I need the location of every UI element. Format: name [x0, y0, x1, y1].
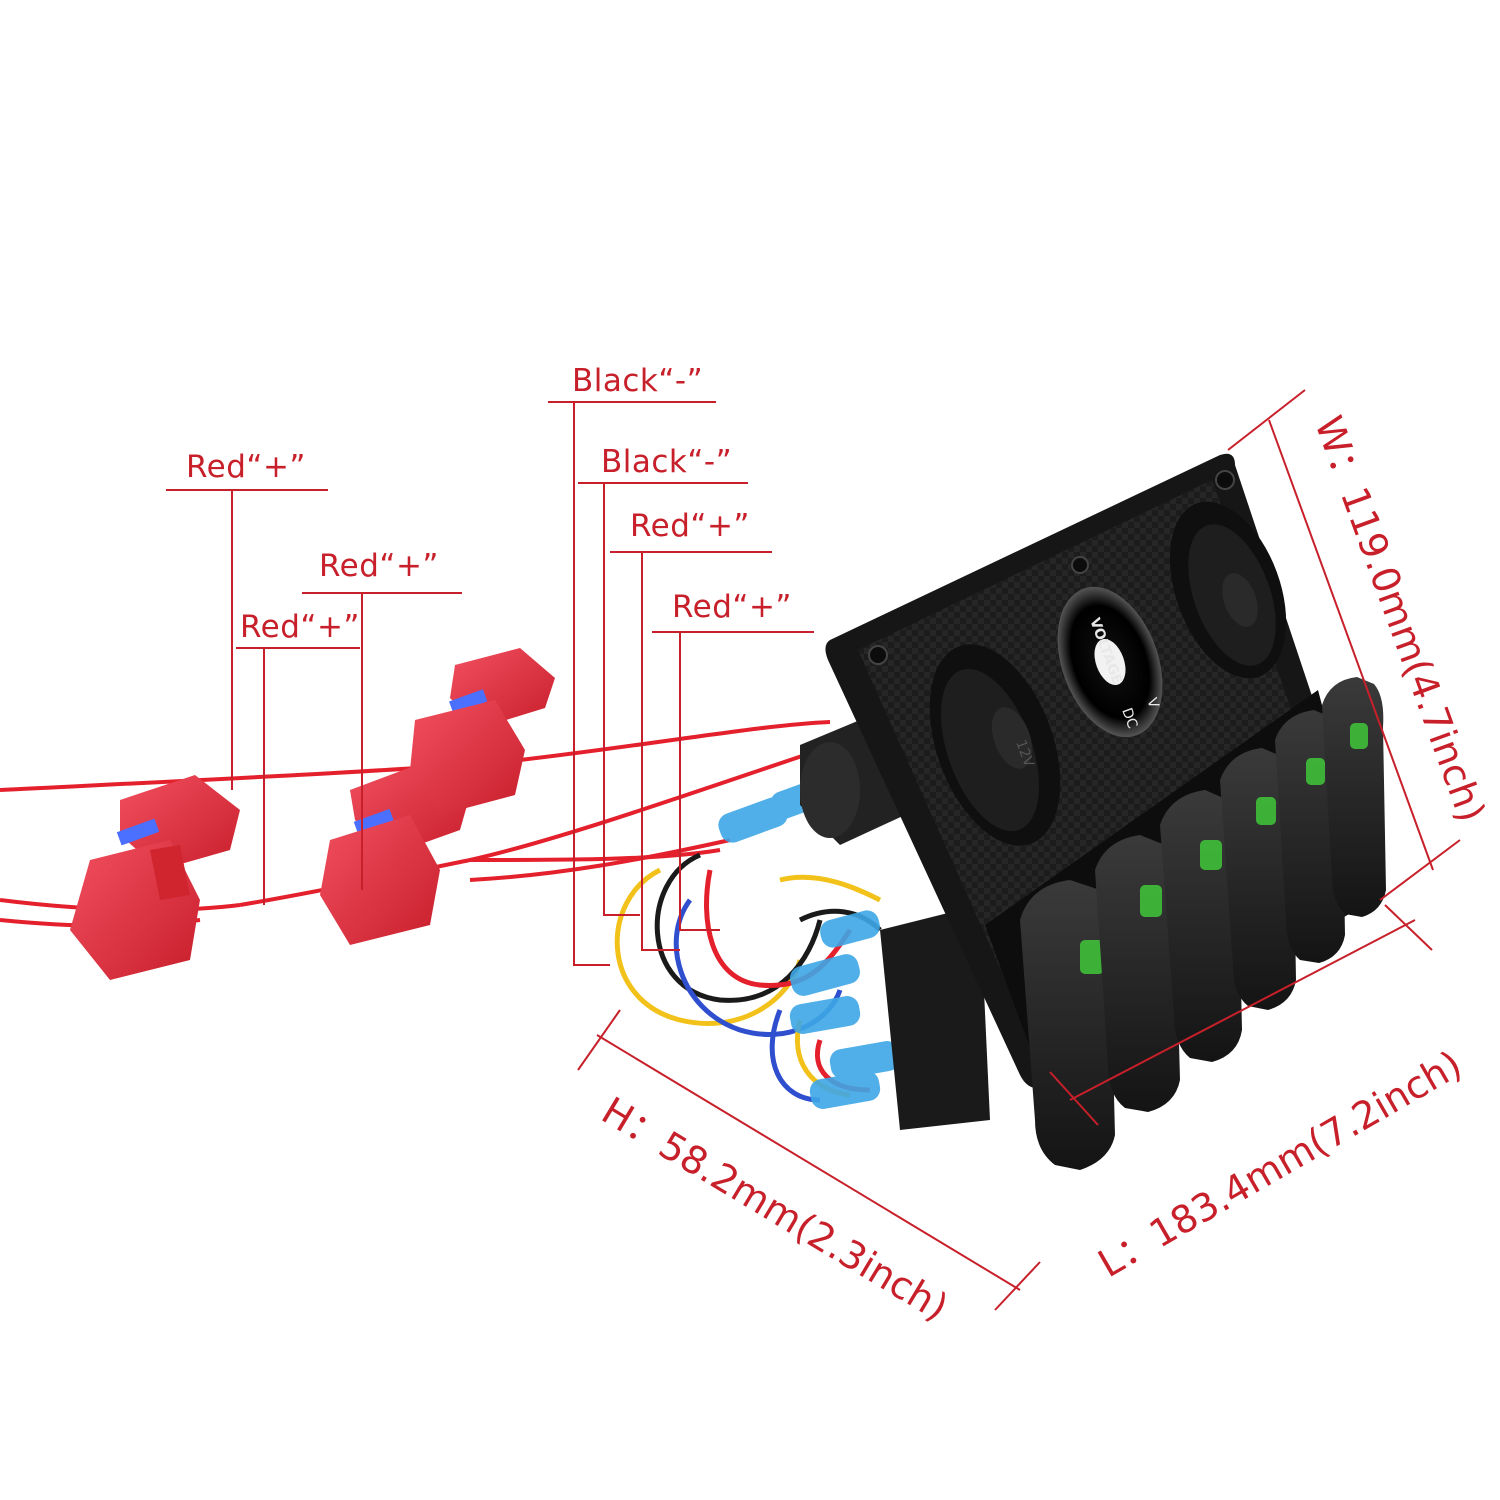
rocker-switch-1[interactable] [1020, 880, 1115, 1170]
socket-12v-left: 12V [929, 644, 1061, 846]
wire-label-red-5: Red“+” [240, 609, 360, 645]
wire-label-red-2: Red“+” [672, 589, 792, 625]
rocker-switch-6[interactable] [1322, 677, 1386, 917]
voltmeter: VOLTAGE DC V [1057, 586, 1163, 738]
voltmeter-dc: DC [1118, 706, 1140, 731]
switch-panel: 12V VOLTAGE DC V [825, 453, 1386, 1170]
fuse-holder-left [70, 775, 240, 980]
wire-label-leaders [166, 401, 814, 966]
wire-label-red-4: Red“+” [319, 548, 439, 584]
wire-label-red-1: Red“+” [630, 508, 750, 544]
fuse-holder-right [410, 648, 555, 815]
socket-12v-right [1169, 501, 1287, 679]
rocker-switch-2[interactable] [1095, 835, 1180, 1112]
switch-housing [880, 905, 990, 1130]
dimension-lines [577, 389, 1461, 1311]
wire-label-red-3: Red“+” [186, 449, 306, 485]
wire-label-black-2: Black“-” [601, 444, 733, 480]
rocker-switch-4[interactable] [1220, 748, 1296, 1010]
rocker-switches [1020, 677, 1386, 1170]
wire-label-black-1: Black“-” [572, 363, 704, 399]
rocker-switch-3[interactable] [1160, 790, 1242, 1062]
